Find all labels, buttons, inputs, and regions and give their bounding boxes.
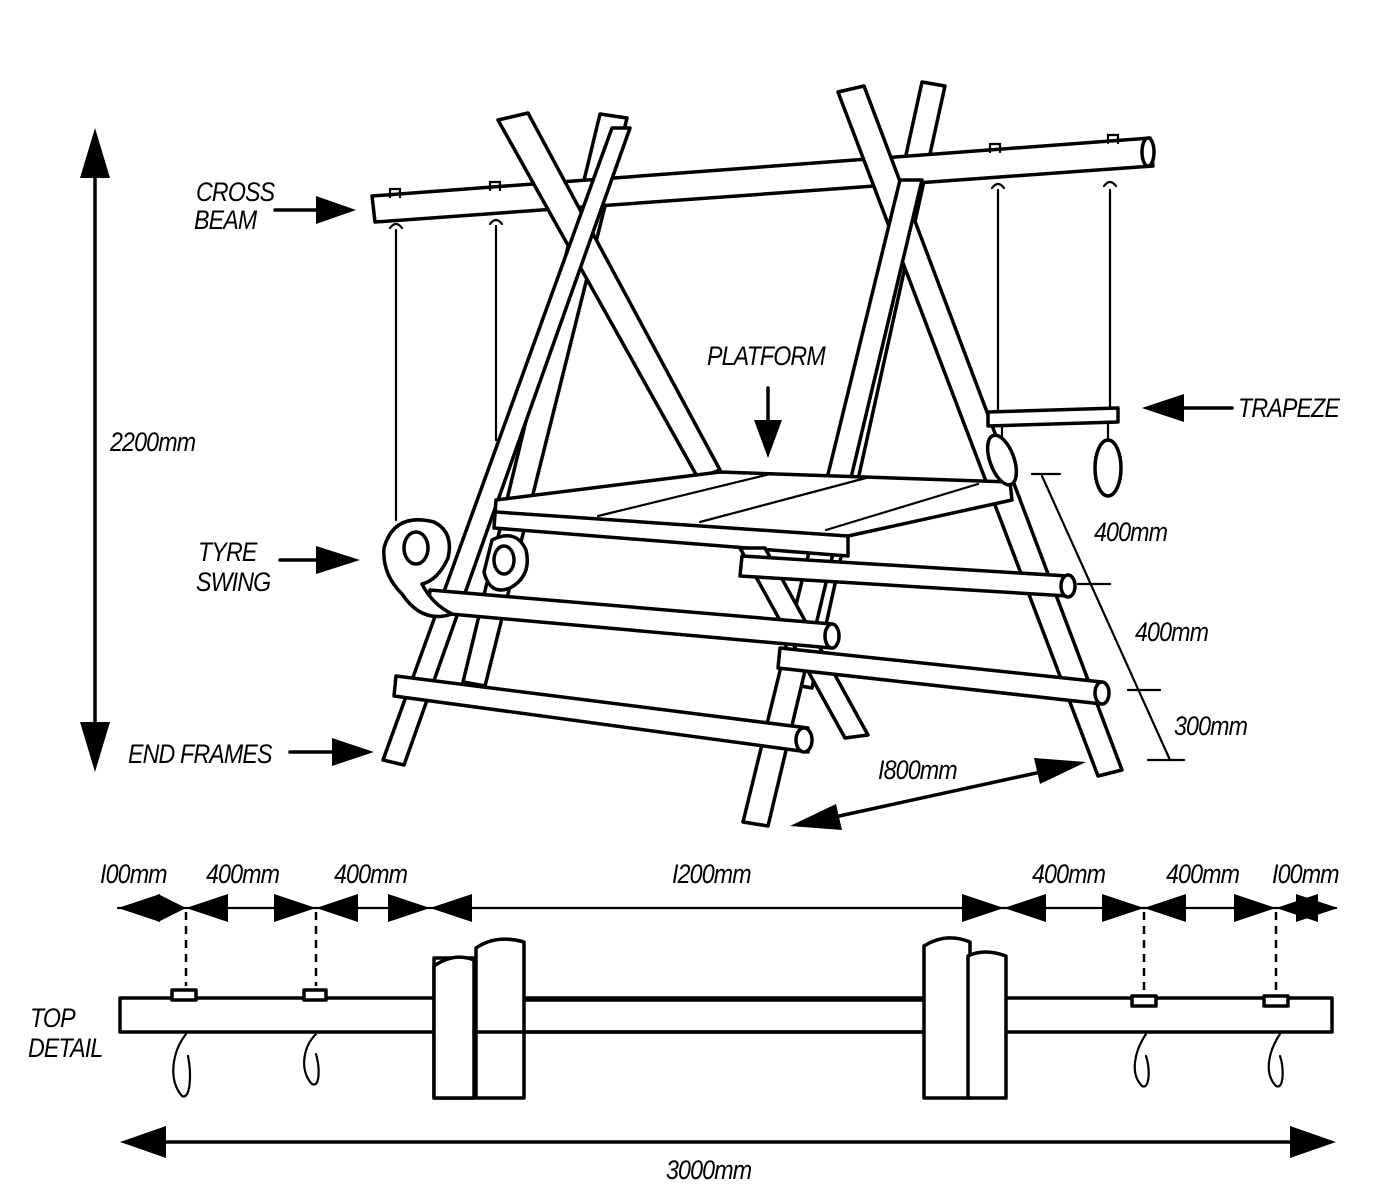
top-dim-100-right: I00mm xyxy=(1272,859,1340,889)
top-dim-400-4: 400mm xyxy=(1166,859,1240,889)
top-dim-1200: I200mm xyxy=(672,859,752,889)
front-right-frame xyxy=(741,84,1124,828)
left-end-frame-rungs xyxy=(392,588,841,754)
top-detail-beam xyxy=(118,936,1334,1100)
height-dimension-arrow xyxy=(80,128,110,772)
top-dim-400-2: 400mm xyxy=(334,859,408,889)
platform-label: PLATFORM xyxy=(707,341,826,371)
depth-dimension-arrow xyxy=(790,758,1086,830)
cross-beam xyxy=(370,133,1156,224)
end-frames-label: END FRAMES xyxy=(128,739,273,769)
tyre-swing xyxy=(382,218,529,619)
rung-spacing-400-upper: 400mm xyxy=(1094,517,1168,547)
cross-beam-label-line2: BEAM xyxy=(194,205,257,235)
top-detail-dimension-chain xyxy=(116,894,1338,994)
depth-1800-label: I800mm xyxy=(878,755,958,785)
top-dim-100-left: I00mm xyxy=(100,859,168,889)
top-detail-label-line2: DETAIL xyxy=(28,1033,103,1063)
trapeze xyxy=(985,180,1123,498)
total-length-arrow xyxy=(120,1126,1336,1158)
rung-spacing-400-lower: 400mm xyxy=(1135,617,1209,647)
right-end-frame-rungs xyxy=(738,554,1111,706)
cross-beam-label-line1: CROSS xyxy=(196,177,275,207)
tyre-swing-label-line1: TYRE xyxy=(198,537,257,567)
top-dim-400-3: 400mm xyxy=(1032,859,1106,889)
rung-spacing-dimensions xyxy=(1030,472,1186,762)
rung-spacing-300: 300mm xyxy=(1174,711,1248,741)
total-length-label: 3000mm xyxy=(666,1155,752,1185)
top-detail-label-line1: TOP xyxy=(30,1003,76,1033)
height-label: 2200mm xyxy=(110,427,196,457)
tyre-swing-label-line2: SWING xyxy=(196,567,271,597)
top-dim-400-1: 400mm xyxy=(206,859,280,889)
label-arrows xyxy=(273,196,1234,766)
trapeze-label: TRAPEZE xyxy=(1238,393,1340,423)
